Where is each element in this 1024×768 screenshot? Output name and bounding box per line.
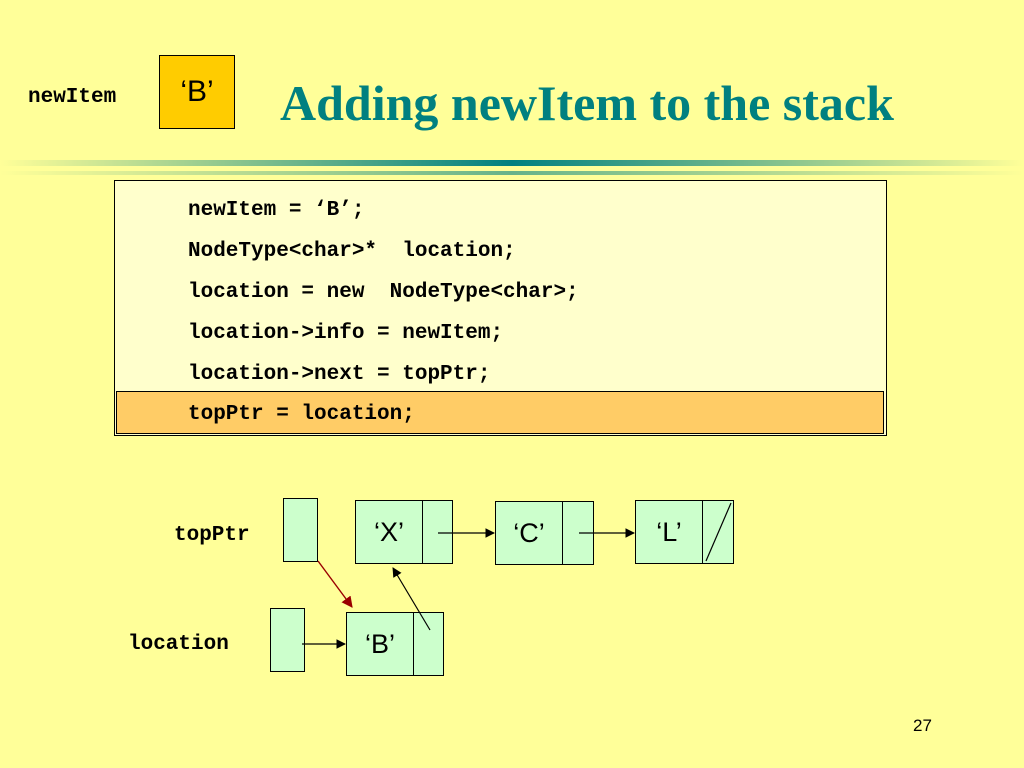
location-label: location — [128, 633, 229, 656]
node-info-cell: ‘C’ — [496, 502, 563, 564]
slide-number: 27 — [913, 716, 932, 735]
arrow-b-next-to-x — [392, 567, 431, 631]
null-slash — [705, 502, 732, 562]
location-pointer-box — [270, 608, 305, 672]
code-line-6-highlighted: topPtr = location; — [188, 403, 415, 426]
list-node-x: ‘X’ — [355, 500, 453, 564]
toptr-pointer-box — [283, 498, 318, 562]
code-line-2: NodeType<char>* location; — [188, 240, 516, 263]
node-info-cell: ‘X’ — [356, 501, 423, 563]
new-node-b: ‘B’ — [346, 612, 444, 676]
code-line-5: location->next = topPtr; — [188, 363, 491, 386]
newitem-value-box: ‘B’ — [159, 55, 235, 129]
highlighted-code-line-background — [116, 391, 884, 434]
code-line-3: location = new NodeType<char>; — [188, 281, 579, 304]
code-line-4: location->info = newItem; — [188, 322, 504, 345]
title-divider — [0, 160, 1024, 175]
newitem-label: newItem — [28, 86, 117, 109]
code-line-1: newItem = ‘B’; — [188, 199, 365, 222]
slide-title: Adding newItem to the stack — [280, 75, 894, 131]
node-info-cell: ‘B’ — [347, 613, 414, 675]
toptr-label: topPtr — [174, 524, 250, 547]
node-info-cell: ‘L’ — [636, 501, 703, 563]
list-node-l: ‘L’ — [635, 500, 734, 564]
code-block: newItem = ‘B’; NodeType<char>* location;… — [114, 180, 887, 436]
arrow-toptr-to-b — [317, 560, 353, 608]
